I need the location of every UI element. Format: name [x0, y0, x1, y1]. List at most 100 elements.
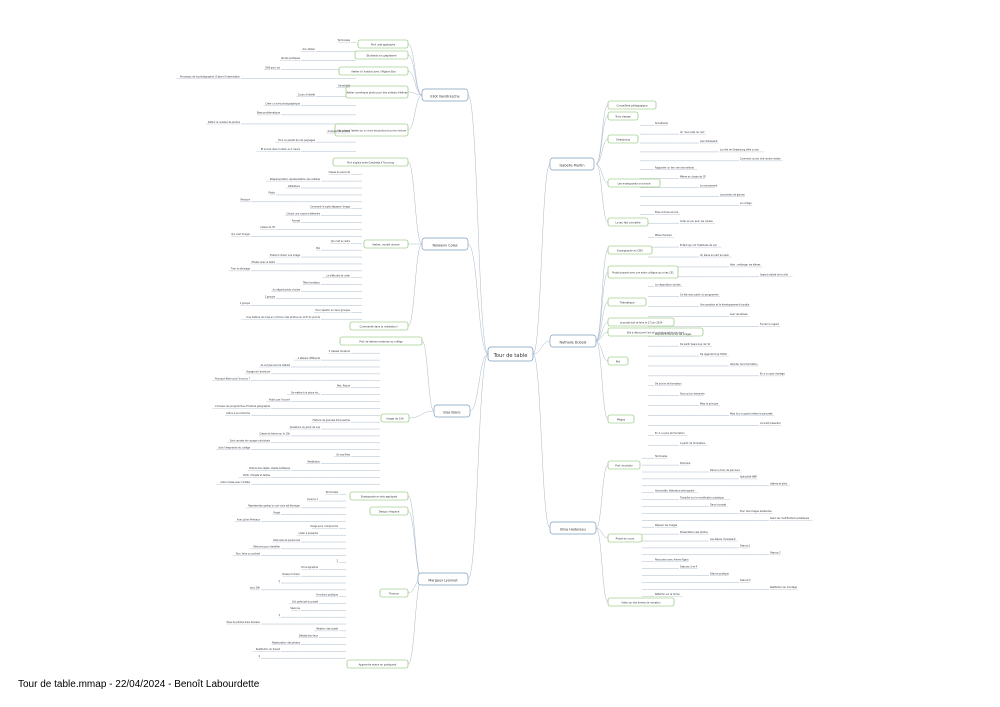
- svg-text:Conseillère pédagogique: Conseillère pédagogique: [617, 104, 648, 108]
- subtopic-eliot-4[interactable]: Lille a lancé l'atelier sur un choix des…: [334, 123, 409, 137]
- detail-leaf: Grâce à la recherche: [226, 412, 251, 415]
- detail-leaf: Voyage et l'aventure: [246, 371, 270, 374]
- subtopic-nathalie-3[interactable]: Le projet doit se faire le 17 juin 2024: [607, 317, 675, 327]
- svg-text:Le projet doit se faire le 17: Le projet doit se faire le 17 juin 2024: [620, 322, 663, 325]
- detail-leaf: Ils ont pas encore débuté: [261, 364, 291, 367]
- connector: [467, 353, 489, 580]
- detail-leaf: Réappropriation représentation des artis…: [270, 178, 321, 181]
- branch-elsa[interactable]: Elsa Blanc: [433, 404, 471, 418]
- detail-leaf: La ville de Strasbourg offre un jeu: [720, 149, 759, 152]
- subtopic-isabelle-2[interactable]: Strasbourg: [607, 134, 639, 144]
- branch-nolwenn[interactable]: Nolwenn Colas: [421, 237, 469, 251]
- detail-leaf: Classe de 35: [260, 226, 275, 229]
- branch-elisa[interactable]: Elisa Hadereau: [549, 521, 597, 535]
- detail-leaf: Travailler sur la modification plastique: [680, 496, 724, 499]
- detail-leaf: Base problématique: [257, 112, 281, 115]
- connector: [595, 138, 609, 165]
- detail-leaf: La difficulté de créer: [326, 275, 350, 278]
- detail-leaf: Prendre du recul sur les images: [655, 333, 692, 336]
- detail-leaf: Une question et le développement durable: [700, 303, 750, 306]
- subtopic-margaux-1[interactable]: Design d'espace: [369, 506, 409, 516]
- detail-leaf: Pour des images existantes: [740, 510, 772, 513]
- connector: [595, 163, 609, 223]
- branch-isabelle[interactable]: Isabelle Martin: [549, 157, 595, 171]
- subtopic-elisa-2[interactable]: Vidéo sur des formes de narration: [607, 597, 675, 607]
- detail-leaf: Histoire de grandes découvertes: [313, 419, 351, 422]
- connector: [407, 43, 423, 96]
- detail-leaf: Connaît présenter: [760, 422, 781, 425]
- branch-margaux[interactable]: Margaux Lyonnet: [417, 572, 469, 586]
- detail-leaf: Restitution au montage: [770, 586, 798, 589]
- detail-leaf: De bonne de formation: [655, 383, 682, 386]
- detail-leaf: 4: [259, 655, 261, 658]
- detail-leaf: Mais ils y a quand même la pauvreté: [730, 412, 773, 415]
- detail-leaf: Définir le nombre de photos: [208, 121, 241, 124]
- detail-leaf: Séance 2: [770, 552, 781, 555]
- detail-leaf: Réfléchir sur la forme: [655, 593, 680, 596]
- detail-leaf: Présentation des photos: [680, 531, 709, 534]
- subtopic-eliot-0[interactable]: Prof. arts appliqués: [357, 39, 409, 49]
- subtopic-elisa-1[interactable]: Projet en cours: [607, 533, 643, 543]
- svg-text:Lille a lancé l'atelier sur un: Lille a lancé l'atelier sur un choix des…: [337, 130, 407, 133]
- branch-label: Isabelle Martin: [560, 164, 585, 168]
- detail-leaf: Lettres et philo: [770, 483, 788, 486]
- connector: [595, 340, 609, 362]
- svg-text:Prof. de photo: Prof. de photo: [615, 464, 633, 468]
- subtopic-margaux-2[interactable]: Travaux: [379, 588, 409, 598]
- subtopic-margaux-0[interactable]: Enseignante en arts appliqués: [349, 491, 409, 501]
- connector: [407, 161, 423, 245]
- subtopic-eliot-3[interactable]: Atelier numérique photo pour des enfants…: [345, 85, 409, 99]
- detail-leaf: Réécrire pour identifier: [253, 546, 280, 549]
- subtopic-isabelle-0[interactable]: Conseillère pédagogique: [607, 100, 657, 110]
- detail-leaf: La négociation sociale: [655, 284, 681, 287]
- connector: [595, 527, 609, 603]
- detail-leaf: Relation des sujets: [316, 628, 338, 631]
- subtopic-nolwenn-0[interactable]: Prof. anglais lycée Gambetta à Tourcoing: [332, 157, 409, 167]
- detail-leaf: Public par l'accord: [269, 398, 291, 401]
- detail-leaf: Et si on parlait de nos paysages: [278, 139, 315, 142]
- connector: [407, 495, 423, 580]
- subtopic-eliot-2[interactable]: Atelier à l'institut avec l'Afghan Box: [338, 66, 409, 76]
- svg-text:Strasbourg: Strasbourg: [616, 138, 630, 142]
- detail-leaf: Avec les élèves: [730, 313, 748, 316]
- detail-leaf: Projet: [273, 512, 280, 515]
- subtopic-nathalie-0[interactable]: Enseignante en CM2: [607, 245, 653, 255]
- branch-nathalie[interactable]: Nathalie Dubois: [549, 334, 597, 348]
- svg-text:Elle a découvert l'art et la p: Elle a découvert l'art et la photographi…: [627, 332, 684, 335]
- subtopic-nolwenn-2[interactable]: Commenté dans la médiation !: [349, 321, 409, 331]
- detail-leaf: Sont l'empreinte du collège: [218, 447, 250, 450]
- subtopic-eliot-1[interactable]: Etudiants en graphisme: [354, 50, 409, 60]
- detail-leaf: A travers les programmes d'histoire géog…: [215, 405, 271, 408]
- subtopic-nathalie-2[interactable]: Thématique: [607, 297, 647, 307]
- connector: [595, 321, 609, 342]
- detail-leaf: Restauration des photos: [272, 641, 301, 644]
- subtopic-isabelle-1[interactable]: Trois classes: [607, 111, 639, 121]
- svg-text:Atelier: monté donner: Atelier: monté donner: [372, 243, 400, 247]
- subtopic-nolwenn-1[interactable]: Atelier: monté donner: [363, 239, 409, 249]
- branch-eliot[interactable]: Eliot Vandiresche: [421, 88, 469, 102]
- connector: [595, 104, 609, 165]
- subtopic-elsa-1[interactable]: Image de 15h: [380, 413, 410, 423]
- svg-text:Image de 15h: Image de 15h: [386, 417, 404, 421]
- detail-leaf: Mais la principe: [700, 402, 719, 405]
- subtopic-nathalie-1[interactable]: Projet proposé avec une autre collègue q…: [607, 265, 679, 279]
- subtopic-isabelle-4[interactable]: Le jeu fait connaître: [607, 217, 649, 227]
- subtopic-isabelle-3[interactable]: Les enseignants ont envie: [607, 178, 661, 188]
- subtopic-elsa-0[interactable]: Prof. de lettres modernes au collège: [339, 336, 423, 346]
- svg-text:Prof. de lettres modernes au c: Prof. de lettres modernes au collège: [359, 341, 403, 344]
- detail-leaf: Analyser les photos: [327, 130, 350, 133]
- detail-leaf: Les élèves choisissent: [710, 538, 736, 541]
- connector: [595, 340, 609, 420]
- branch-label: Eliot Vandiresche: [430, 95, 459, 99]
- detail-leaf: Partir d'objets et textes: [243, 474, 271, 477]
- subtopic-nathalie-4[interactable]: Elle a découvert l'art et la photographi…: [607, 327, 704, 337]
- svg-text:Pièges: Pièges: [617, 418, 626, 422]
- subtopic-elisa-0[interactable]: Prof. de photo: [607, 460, 641, 470]
- subtopic-margaux-3[interactable]: Apprendre mieux en pratiquant: [346, 659, 409, 669]
- subtopic-nathalie-6[interactable]: Pièges: [607, 414, 635, 424]
- subtopic-nathalie-5[interactable]: Mol: [607, 356, 629, 366]
- root-topic[interactable]: Tour de table: [487, 346, 534, 362]
- detail-leaf: Run: faire un portrait: [236, 553, 260, 556]
- detail-leaf: Représentez quelqu'un qui vous est étran…: [248, 505, 300, 508]
